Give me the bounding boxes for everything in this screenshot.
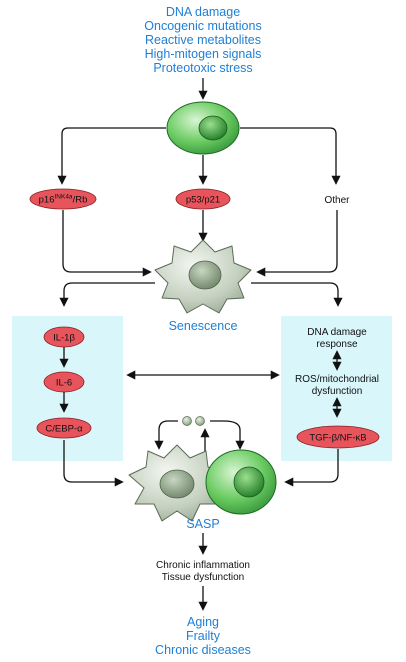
svg-text:p16INK4a/Rb: p16INK4a/Rb	[39, 194, 88, 206]
arrow-left-panel-to-sasp	[63, 440, 124, 487]
il6-pill: IL-6	[43, 371, 85, 393]
p16-rb-pill: p16INK4a/Rb	[29, 188, 97, 210]
il6-label: IL-6	[56, 378, 72, 389]
sasp-label: SASP	[186, 517, 219, 531]
p16-tail: /Rb	[73, 195, 88, 206]
arrow-cell-to-p16	[57, 127, 166, 185]
other-label: Other	[324, 195, 350, 206]
arrow-factors-to-senescent-cell	[154, 420, 178, 450]
arrow-p16-to-senescence	[62, 210, 152, 277]
cebp-pill: C/EBP-α	[36, 417, 92, 439]
sasp-senescent-cell-icon	[128, 444, 226, 522]
secreted-factors-icon	[182, 416, 205, 426]
stressor-dna-damage: DNA damage	[166, 5, 240, 19]
normal-cell-icon	[166, 101, 240, 155]
sasp-normal-cell-icon	[205, 449, 277, 515]
arrow-other-to-senescence	[256, 210, 338, 277]
p53-p21-label: p53/p21	[186, 195, 220, 206]
disease-frailty: Frailty	[186, 629, 221, 643]
arrow-cell-to-other	[240, 127, 341, 185]
arrow-right-panel-to-sasp	[284, 449, 339, 487]
cebp-label: C/EBP-α	[45, 424, 83, 435]
tgf-nfkb-pill: TGF-β/NF-κB	[296, 425, 380, 449]
ddr-label-line2: response	[316, 339, 358, 350]
disease-aging: Aging	[187, 615, 219, 629]
senescence-label: Senescence	[169, 319, 238, 333]
stressor-reactive-metabolites: Reactive metabolites	[145, 33, 261, 47]
p16-label: p16	[39, 195, 55, 206]
il1b-pill: IL-1β	[43, 326, 85, 348]
arrow-senescence-to-right-panel	[251, 282, 343, 307]
outcome-chronic-inflammation: Chronic inflammation	[156, 560, 250, 571]
arrow-senescence-to-left-panel	[59, 282, 155, 307]
arrow-factors-to-normal-cell	[210, 420, 245, 450]
tgf-nfkb-label: TGF-β/NF-κB	[309, 433, 366, 444]
disease-chronic-diseases: Chronic diseases	[155, 643, 251, 657]
ddr-label-line1: DNA damage	[307, 327, 367, 338]
stressor-high-mitogen: High-mitogen signals	[145, 47, 262, 61]
il1b-label: IL-1β	[53, 333, 75, 344]
stressor-oncogenic-mutations: Oncogenic mutations	[144, 19, 261, 33]
p53-p21-pill: p53/p21	[175, 188, 231, 210]
senescent-cell-icon	[154, 239, 252, 314]
ros-label-line2: dysfunction	[312, 386, 363, 397]
stressor-proteotoxic-stress: Proteotoxic stress	[153, 61, 252, 75]
ros-label-line1: ROS/mitochondrial	[295, 374, 379, 385]
p16-superscript: INK4a	[54, 194, 72, 201]
outcome-tissue-dysfunction: Tissue dysfunction	[162, 572, 244, 583]
